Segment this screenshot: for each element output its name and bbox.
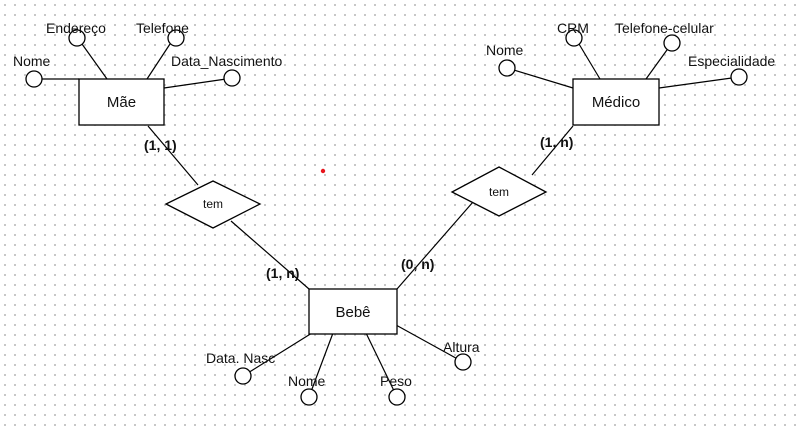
attribute-node[interactable]: [730, 68, 748, 86]
attribute-label: Peso: [380, 373, 412, 389]
cardinality-bebe-mae-side: (1, n): [266, 265, 299, 281]
attribute-label: Nome: [486, 42, 524, 58]
marker-dot: [320, 168, 326, 174]
relationship-mae-bebe-label: tem: [203, 197, 223, 211]
attribute-label: CRM: [557, 20, 589, 36]
mae-attribute-links: [41, 43, 234, 89]
entity-mae-label: Mãe: [107, 94, 136, 111]
entity-bebe[interactable]: Bebê: [308, 288, 398, 335]
entity-medico[interactable]: Médico: [572, 78, 660, 126]
relationship-links: [147, 125, 574, 290]
attribute-label: Nome: [288, 373, 326, 389]
cardinality-medico-side: (1, n): [540, 134, 573, 150]
attribute-node[interactable]: [223, 69, 241, 87]
entity-mae[interactable]: Mãe: [78, 78, 165, 126]
relationship-mae-bebe[interactable]: tem: [164, 180, 262, 229]
attribute-node[interactable]: [498, 59, 516, 77]
attribute-label: Data. Nasc: [206, 350, 275, 366]
entity-bebe-label: Bebê: [335, 304, 370, 321]
attribute-label: Data_Nascimento: [171, 53, 282, 69]
medico-attributes: Nome CRM Telefone-celular Especialidade: [486, 20, 775, 86]
attribute-label: Endereço: [46, 20, 106, 36]
cardinality-bebe-medico-side: (0, n): [401, 256, 434, 272]
cardinality-mae-side: (1, 1): [144, 137, 177, 153]
attribute-node[interactable]: [167, 29, 185, 47]
attribute-node[interactable]: [388, 388, 406, 406]
attribute-label: Altura: [443, 339, 480, 355]
cardinalities: (1, 1) (1, n) (1, n) (0, n): [144, 134, 573, 281]
bebe-attributes: Data. Nasc Nome Peso Altura: [206, 339, 480, 406]
attribute-label: Especialidade: [688, 53, 775, 69]
attribute-node[interactable]: [234, 367, 252, 385]
attribute-node[interactable]: [454, 353, 472, 371]
bebe-attribute-links: [242, 324, 464, 398]
relationship-medico-bebe[interactable]: tem: [450, 166, 548, 217]
attribute-node[interactable]: [663, 34, 681, 52]
attribute-node[interactable]: [300, 388, 318, 406]
attribute-node[interactable]: [565, 29, 583, 47]
attribute-label: Telefone: [136, 20, 189, 36]
attribute-label: Telefone-celular: [615, 20, 714, 36]
entity-medico-label: Médico: [592, 94, 640, 111]
attribute-node[interactable]: [68, 29, 86, 47]
mae-attributes: Nome Endereço Telefone Data_Nascimento: [13, 20, 282, 88]
attribute-label: Nome: [13, 53, 51, 69]
relationship-medico-bebe-label: tem: [489, 185, 509, 199]
attribute-node[interactable]: [25, 70, 43, 88]
